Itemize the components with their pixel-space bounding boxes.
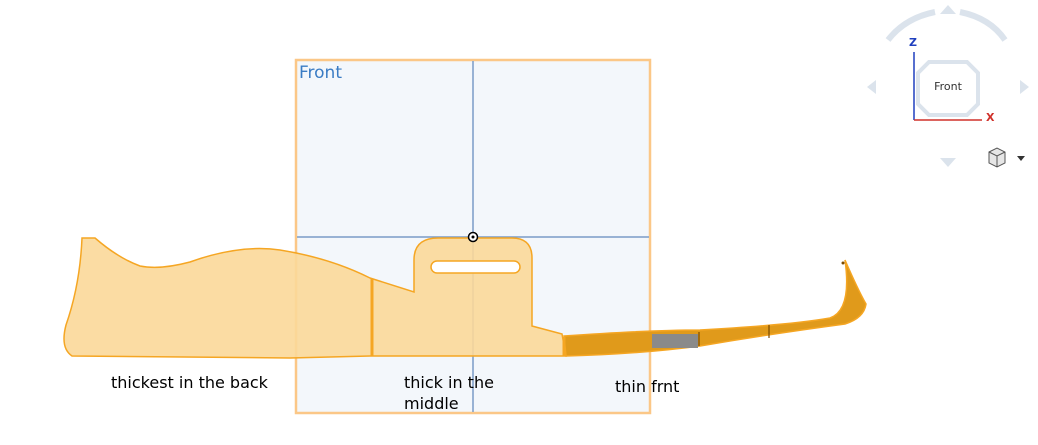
- orbit-left-arc-icon[interactable]: [885, 9, 936, 42]
- annotation-middle-line2: middle: [404, 394, 459, 413]
- view-name-label: Front: [299, 63, 342, 83]
- z-axis-label: Z: [909, 36, 917, 49]
- rotate-left-arrow-icon[interactable]: [867, 80, 876, 94]
- x-axis-label: X: [986, 111, 995, 124]
- gray-segment: [652, 334, 698, 348]
- origin-point-center: [471, 235, 475, 239]
- middle-slot: [430, 260, 521, 274]
- annotation-front: thin frnt: [615, 377, 680, 396]
- rotate-down-arrow-icon[interactable]: [940, 158, 956, 167]
- orbit-right-arc-icon[interactable]: [959, 9, 1008, 42]
- thin-front-section[interactable]: [563, 259, 867, 357]
- rotate-up-arrow-icon[interactable]: [940, 5, 956, 14]
- annotation-middle-line1: thick in the: [404, 373, 494, 392]
- rotate-right-arrow-icon[interactable]: [1020, 80, 1029, 94]
- front-tip-point: [841, 261, 845, 265]
- cube-front-face[interactable]: [916, 60, 980, 117]
- viewcube[interactable]: [860, 0, 1038, 180]
- annotation-back: thickest in the back: [111, 373, 268, 392]
- cube-icon[interactable]: [988, 147, 1006, 168]
- caret-down-icon[interactable]: [1017, 156, 1025, 161]
- viewcube-face-label[interactable]: Front: [934, 80, 962, 93]
